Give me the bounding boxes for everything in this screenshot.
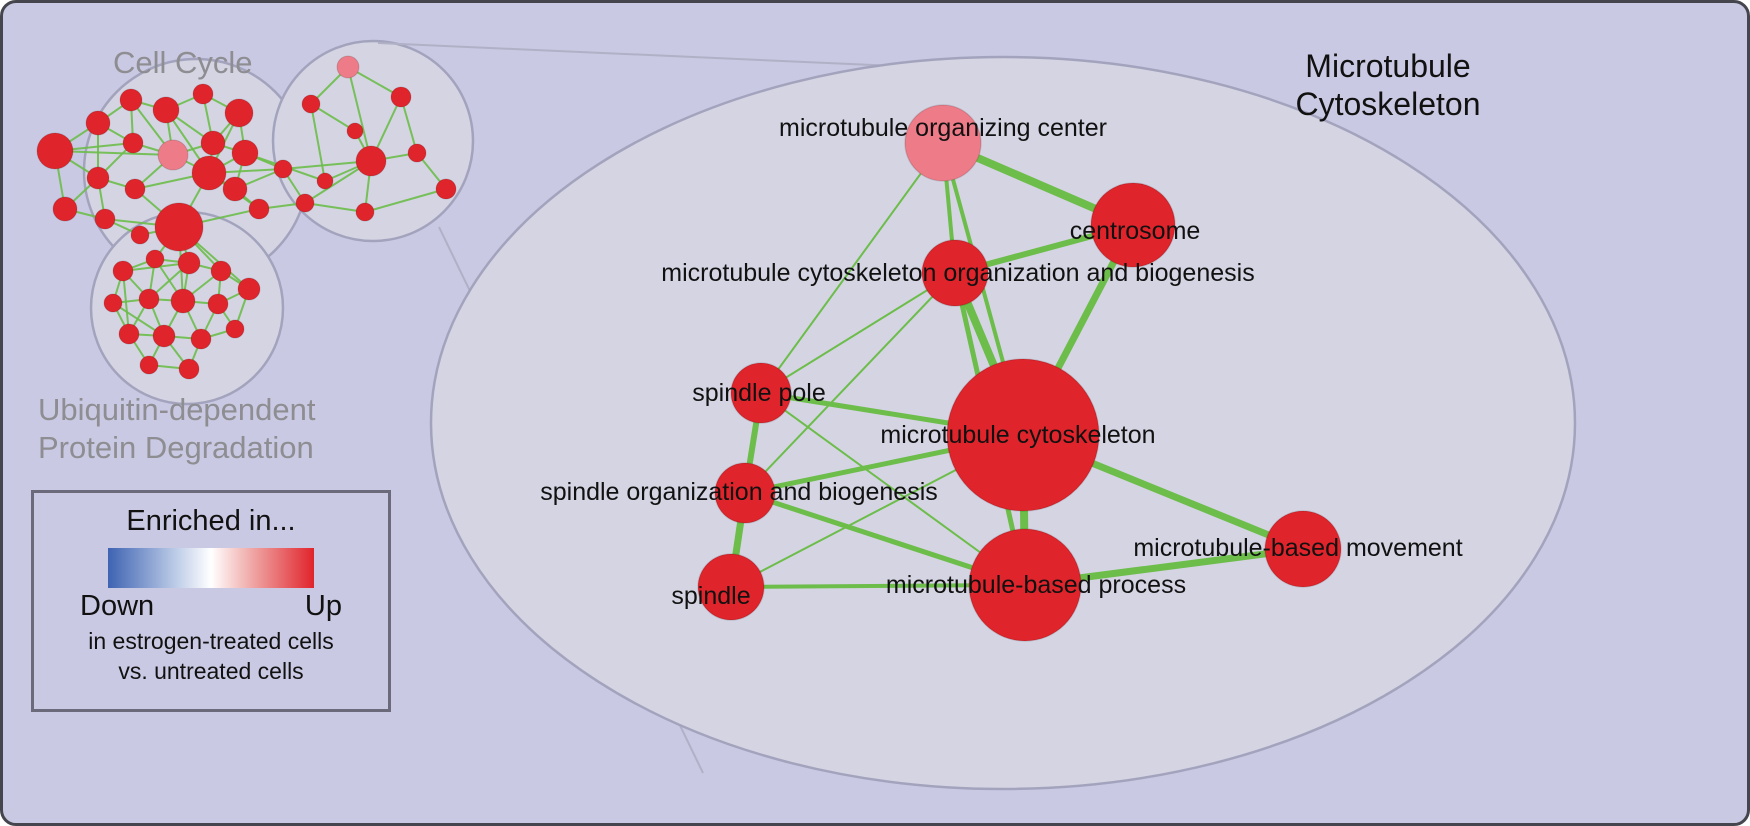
legend-end-labels: Down Up xyxy=(80,590,342,623)
cluster-label-cell-cycle: Cell Cycle xyxy=(113,45,253,80)
overview-node xyxy=(154,202,204,252)
overview-edge xyxy=(347,66,372,162)
node-spindle_org xyxy=(714,462,776,524)
overview-node xyxy=(355,202,375,222)
legend-subtitle-line1: in estrogen-treated cells xyxy=(88,628,334,654)
overview-node xyxy=(145,249,165,269)
overview-node xyxy=(301,94,321,114)
detail-nodes xyxy=(697,104,1342,642)
node-label-mt_process: microtubule-based process xyxy=(886,571,1186,599)
detail-cluster-title: Microtubule Cytoskeleton xyxy=(1288,47,1488,124)
cluster-label-ubiquitin: Ubiquitin-dependent Protein Degradation xyxy=(38,391,316,467)
overview-node xyxy=(192,83,214,105)
overview-node xyxy=(210,260,232,282)
overview-node xyxy=(85,110,111,136)
overview-node xyxy=(170,288,196,314)
detail-node-labels: microtubule organizing center centrosome m… xyxy=(540,114,1462,610)
overview-node xyxy=(355,145,387,177)
node-mt_cyto xyxy=(946,358,1100,512)
legend-gradient-bar xyxy=(108,548,314,588)
legend-box: Enriched in... Down Up in estrogen-treat… xyxy=(31,490,391,712)
overview-node xyxy=(231,139,259,167)
overview-node xyxy=(190,328,212,350)
overview-node xyxy=(237,277,261,301)
legend-down-label: Down xyxy=(80,590,155,622)
overview-node xyxy=(112,260,134,282)
overview-node xyxy=(222,176,248,202)
overview-edge xyxy=(310,103,326,182)
overview-node xyxy=(119,88,143,112)
overview-node xyxy=(248,198,270,220)
overview-node xyxy=(346,122,364,140)
overview-node xyxy=(118,323,140,345)
overview-node xyxy=(124,178,146,200)
network-canvas: microtubule organizing center centrosome m… xyxy=(36,39,1577,791)
ubiquitin-label-line1: Ubiquitin-dependent xyxy=(38,392,316,427)
node-centrosome xyxy=(1090,182,1176,268)
overview-node xyxy=(103,293,123,313)
overview-node xyxy=(200,130,226,156)
overview-node xyxy=(36,132,74,170)
overview-node xyxy=(273,159,293,179)
node-label-moc: microtubule organizing center xyxy=(779,114,1107,142)
detail-title-line1: Microtubule xyxy=(1305,48,1471,84)
overview-node xyxy=(139,355,159,375)
overview-node xyxy=(407,143,427,163)
overview-node xyxy=(152,324,176,348)
overview-node xyxy=(207,293,229,315)
node-label-mt_cyto: microtubule cytoskeleton xyxy=(880,421,1155,449)
legend-up-label: Up xyxy=(304,590,342,622)
node-label-mco_b: microtubule cytoskeleton organization an… xyxy=(661,259,1254,287)
legend-subtitle-line2: vs. untreated cells xyxy=(118,657,304,684)
overview-node xyxy=(191,155,227,191)
node-mt_movement xyxy=(1264,510,1342,588)
edge-moc-spindle_pole xyxy=(760,142,944,394)
ubiquitin-label-line2: Protein Degradation xyxy=(38,429,314,465)
node-label-spindle_org: spindle organization and biogenesis xyxy=(540,478,938,506)
overview-node xyxy=(224,98,254,128)
node-spindle_pole xyxy=(730,362,792,424)
node-label-mt_movement: microtubule-based movement xyxy=(1133,534,1462,562)
node-spindle xyxy=(697,553,765,621)
overview-node xyxy=(52,196,78,222)
detail-title-line2: Cytoskeleton xyxy=(1295,86,1481,123)
overview-node xyxy=(130,225,150,245)
overview-nodes xyxy=(36,55,457,380)
overview-node xyxy=(336,55,360,79)
edge-mco_b-spindle_org xyxy=(744,272,956,494)
overview-edge xyxy=(304,202,366,213)
overview-node xyxy=(177,251,201,275)
edge-mco_b-spindle_pole xyxy=(760,272,956,394)
overview-node xyxy=(122,132,144,154)
legend-title: Enriched in... xyxy=(126,505,296,537)
node-moc xyxy=(904,104,982,182)
overview-node xyxy=(138,288,160,310)
overview-node xyxy=(157,139,189,171)
node-label-centrosome: centrosome xyxy=(1070,217,1201,245)
overview-edge xyxy=(54,150,174,156)
node-mco_b xyxy=(921,239,989,307)
overview-node xyxy=(316,172,334,190)
node-label-spindle_pole: spindle pole xyxy=(692,379,825,407)
overview-node xyxy=(178,358,200,380)
overview-node xyxy=(152,96,180,124)
overview-node xyxy=(390,86,412,108)
overview-edge xyxy=(364,188,447,213)
overview-node xyxy=(435,178,457,200)
overview-node xyxy=(94,208,116,230)
node-label-spindle: spindle xyxy=(671,582,750,610)
overview-node xyxy=(225,319,245,339)
overview-node xyxy=(86,166,110,190)
overview-node xyxy=(295,193,315,213)
node-mt_process xyxy=(968,528,1082,642)
